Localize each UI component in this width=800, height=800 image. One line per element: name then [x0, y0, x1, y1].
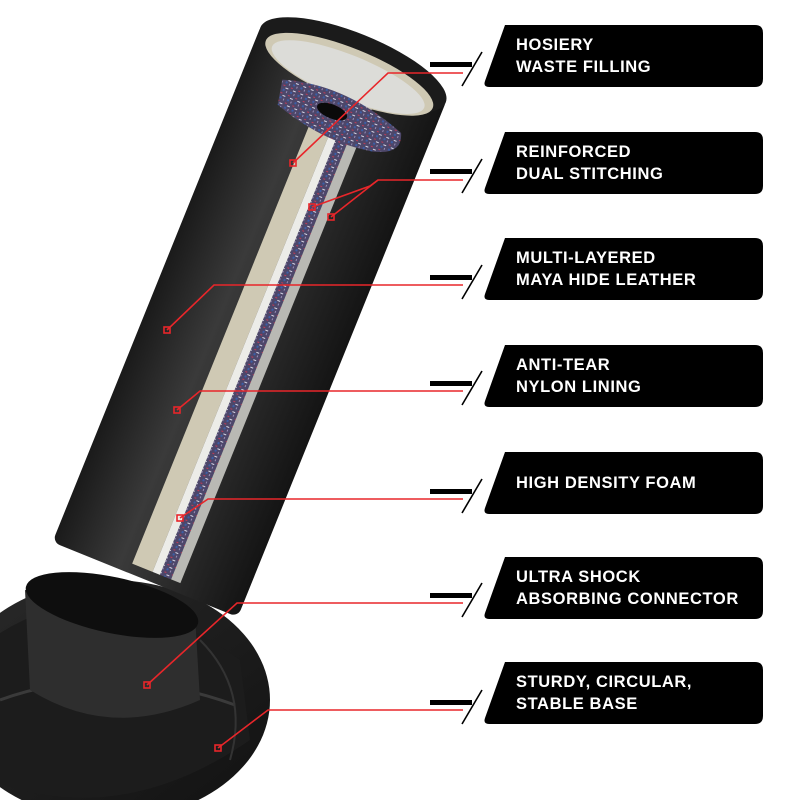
callout-lines — [143, 72, 463, 752]
callout-line-foam — [179, 498, 463, 519]
shock-absorbing-connector — [25, 572, 200, 718]
callout-line-hosiery — [292, 72, 463, 164]
callout-high-density-foam: HIGH DENSITY FOAM — [483, 452, 763, 514]
bag-cylinder — [54, 17, 447, 615]
callout-line-connector — [146, 602, 463, 686]
label-markers — [430, 51, 483, 725]
callout-sturdy-circular-stable-base: STURDY, CIRCULAR,STABLE BASE — [483, 662, 763, 724]
callout-line-leather — [166, 284, 463, 331]
callout-line-base — [217, 709, 463, 749]
callout-line-nylon — [176, 390, 463, 411]
